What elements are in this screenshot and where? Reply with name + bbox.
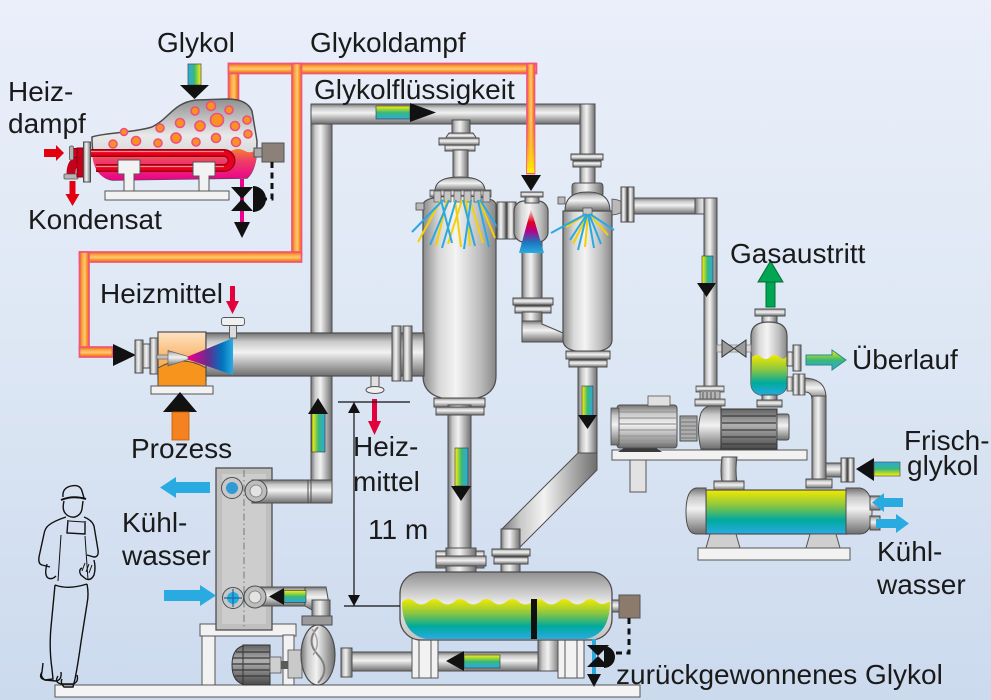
svg-text:wasser: wasser (876, 569, 966, 600)
svg-text:glykol: glykol (907, 450, 979, 481)
svg-text:zurückgewonnenes Glykol: zurückgewonnenes Glykol (616, 659, 943, 690)
svg-text:Heiz-: Heiz- (8, 76, 73, 107)
svg-text:wasser: wasser (121, 540, 211, 571)
svg-text:Prozess: Prozess (131, 433, 232, 464)
svg-text:Heizmittel: Heizmittel (100, 278, 223, 309)
svg-text:Gasaustritt: Gasaustritt (730, 238, 866, 269)
svg-text:Kühl-: Kühl- (122, 507, 187, 538)
svg-text:dampf: dampf (8, 108, 86, 139)
svg-text:mittel: mittel (353, 466, 420, 497)
svg-text:Frisch-: Frisch- (904, 425, 990, 456)
svg-text:Kühl-: Kühl- (877, 536, 942, 567)
svg-text:Kondensat: Kondensat (28, 204, 162, 235)
svg-text:Überlauf: Überlauf (852, 344, 958, 375)
svg-text:Glykoldampf: Glykoldampf (310, 27, 466, 58)
svg-text:Glykol: Glykol (157, 27, 235, 58)
svg-text:11 m: 11 m (368, 514, 428, 545)
svg-text:Heiz-: Heiz- (353, 431, 418, 462)
svg-text:Glykolflüssigkeit: Glykolflüssigkeit (314, 74, 515, 105)
